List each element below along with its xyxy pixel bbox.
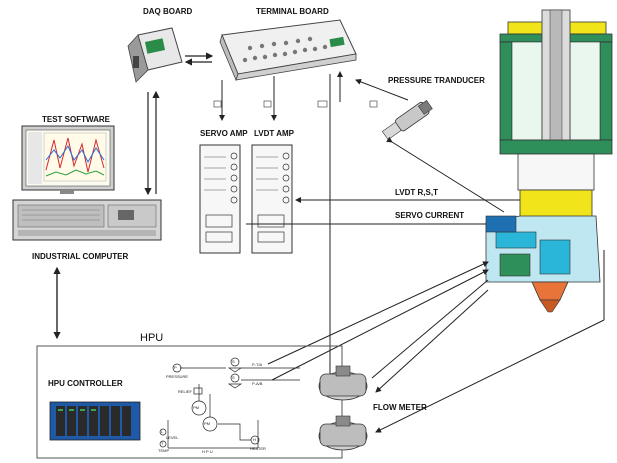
test-software-label: TEST SOFTWARE (42, 116, 110, 124)
industrial-computer-label: INDUSTRIAL COMPUTER (32, 253, 128, 261)
schematic-valve-s1: S (232, 360, 235, 364)
schematic-port-pta: P-T/A (252, 363, 262, 367)
pressure-transducer-label: PRESSURE TRANDUCER (388, 77, 485, 85)
industrial-computer-image (13, 200, 161, 240)
schematic-p-symbol: P (174, 366, 177, 370)
daq-terminal-link (185, 56, 212, 62)
lvdt-rst-label: LVDT R,S,T (395, 189, 438, 197)
flow-signal-link (330, 72, 340, 378)
servo-current-label: SERVO CURRENT (395, 212, 464, 220)
signal-icons (214, 101, 377, 107)
hpu-controller-image (50, 402, 140, 440)
pressure-transducer-image (381, 99, 433, 141)
test-software-monitor (22, 126, 114, 194)
flow-meter-label: FLOW METER (373, 404, 427, 412)
flow-meter-lower (319, 416, 367, 450)
schematic-valve-s2: S (232, 376, 235, 380)
terminal-amp-links (222, 76, 274, 120)
daq-board-image (128, 28, 182, 82)
lvdt-amp-label: LVDT AMP (254, 130, 294, 138)
daq-computer-link (148, 92, 156, 194)
schematic-temp-label: TEMP (158, 449, 169, 453)
schematic-pm-upper: PM (193, 406, 199, 410)
hpu-schematic (160, 358, 300, 448)
schematic-heater-label: HEATER (250, 447, 266, 451)
hpu-title: HPU (140, 333, 163, 344)
actuator-assembly (486, 10, 612, 312)
terminal-board-image (220, 20, 356, 80)
schematic-port-pab: P-A/B (252, 382, 262, 386)
servo-amp-card (200, 145, 240, 253)
flow-meter-upper (319, 366, 367, 400)
hpu-controller-label: HPU CONTROLLER (48, 380, 123, 388)
schematic-pm-lower: PM (204, 422, 210, 426)
lvdt-amp-card (252, 145, 292, 253)
schematic-level-symbol: L (161, 430, 163, 434)
schematic-relief-label: RELIEF (178, 390, 192, 394)
servo-amp-label: SERVO AMP (200, 130, 248, 138)
schematic-heater-symbol: H (253, 438, 256, 442)
terminal-board-label: TERMINAL BOARD (256, 8, 329, 16)
schematic-hpu-label: H P U (202, 450, 213, 454)
schematic-temp-symbol: T (161, 442, 163, 446)
schematic-level-label: LEVEL (166, 436, 178, 440)
schematic-pressure-label: PRESSURE (166, 375, 188, 379)
daq-board-label: DAQ BOARD (143, 8, 192, 16)
